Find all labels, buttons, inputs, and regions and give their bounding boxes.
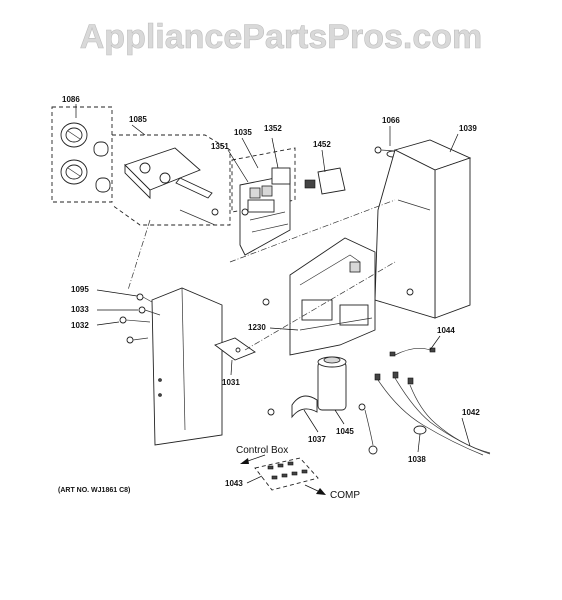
screw-1032	[119, 316, 151, 344]
callout-1452: 1452	[313, 140, 331, 149]
wire-harness	[374, 371, 491, 456]
knobs-dashed-group	[51, 106, 113, 203]
capacitor-strap	[291, 395, 318, 419]
knob-upper	[60, 122, 109, 157]
callout-1230: 1230	[248, 323, 266, 332]
direction-arrows	[240, 454, 326, 495]
callout-1352: 1352	[264, 124, 282, 133]
comp-label: COMP	[330, 490, 360, 501]
explode-lines	[127, 199, 396, 351]
side-panel	[151, 287, 223, 446]
callout-1085: 1085	[129, 115, 147, 124]
capacitor	[317, 356, 347, 411]
screws	[119, 208, 366, 416]
screw-1033	[138, 306, 161, 316]
callout-1031: 1031	[222, 378, 240, 387]
control-box-label: Control Box	[236, 445, 288, 456]
callout-1044: 1044	[437, 326, 455, 335]
callout-1037: 1037	[308, 435, 326, 444]
panel-dashed-group	[111, 134, 231, 226]
callout-1086: 1086	[62, 95, 80, 104]
leader-lines	[75, 104, 471, 484]
mounting-bracket	[289, 237, 376, 356]
terminal-block	[254, 457, 319, 491]
callout-1035: 1035	[234, 128, 252, 137]
callout-1095: 1095	[71, 285, 89, 294]
ground-wire	[364, 409, 378, 455]
callout-1038: 1038	[408, 455, 426, 464]
arrow-head-down	[316, 488, 326, 495]
arrow-head-up	[240, 458, 249, 464]
screw-1095	[136, 293, 153, 303]
relay	[304, 167, 346, 195]
callout-1033: 1033	[71, 305, 89, 314]
wire-1044	[389, 347, 436, 357]
board-dashed-outline	[231, 147, 296, 213]
callout-1042: 1042	[462, 408, 480, 417]
callout-1351: 1351	[211, 142, 229, 151]
callout-1032: 1032	[71, 321, 89, 330]
knobs-assembly	[51, 106, 113, 203]
callout-1039: 1039	[459, 124, 477, 133]
callout-1045: 1045	[336, 427, 354, 436]
bracket-1031	[214, 337, 256, 361]
control-panel-assembly	[111, 134, 231, 226]
callout-1066: 1066	[382, 116, 400, 125]
circuit-board	[231, 147, 296, 256]
callout-1043: 1043	[225, 479, 243, 488]
knob-lower	[60, 159, 111, 193]
watermark-text: AppliancePartsPros.com	[80, 18, 482, 56]
control-box-housing	[374, 139, 472, 319]
art-number: (ART NO. WJ1861 C8)	[58, 487, 130, 494]
